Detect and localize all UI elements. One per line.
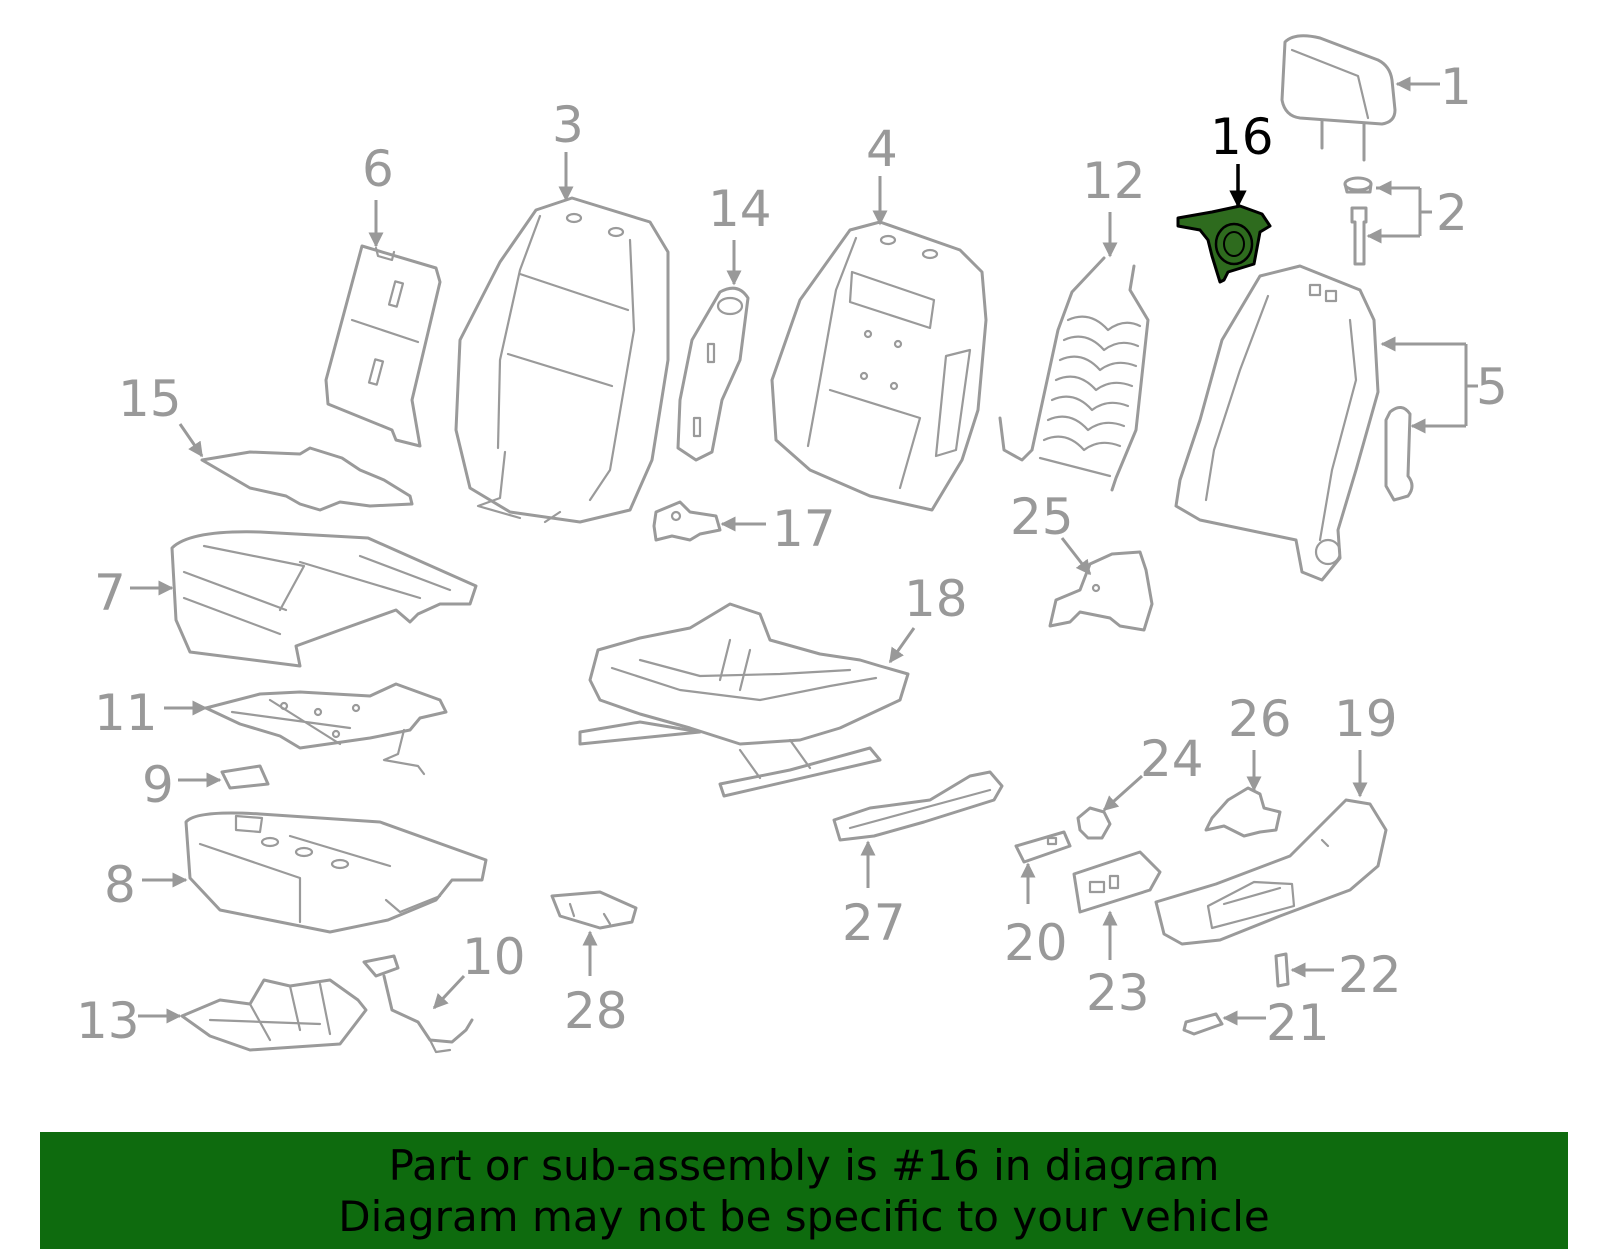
part-18-leader [888,627,916,664]
part-1-headrest[interactable] [1280,34,1397,162]
part-2-leader [1368,186,1422,236]
part-27-trim-strip[interactable] [832,770,1004,842]
part-24-bushing[interactable] [1076,806,1112,840]
part-10-leader [432,974,466,1010]
part-15-label: 15 [118,370,182,428]
part-17-label: 17 [772,500,836,558]
part-11-heater-element[interactable] [204,682,448,776]
part-3-seat-back-cover[interactable] [454,196,670,524]
part-28-module[interactable] [550,890,638,930]
part-5-label: 5 [1476,358,1508,416]
part-6-seat-back-panel[interactable] [324,244,442,448]
part-9-pad[interactable] [220,764,270,790]
part-22-label: 22 [1338,946,1402,1004]
part-14-side-panel[interactable] [676,286,750,462]
part-17-bracket[interactable] [652,500,722,542]
part-10-wiring-harness[interactable] [362,954,474,1054]
part-7-label: 7 [94,564,126,622]
part-4-seat-back-pad[interactable] [770,220,988,512]
part-25-side-bracket[interactable] [1048,550,1154,632]
part-8-label: 8 [104,856,136,914]
part-23-label: 23 [1086,964,1150,1022]
info-banner: Part or sub-assembly is #16 in diagram D… [40,1132,1568,1249]
part-19-label: 19 [1334,690,1398,748]
part-16-label: 16 [1210,108,1274,166]
part-6-label: 6 [362,140,394,198]
part-1-label: 1 [1440,58,1472,116]
part-26-clip[interactable] [1204,786,1282,838]
part-14-label: 14 [708,180,772,238]
part-25-label: 25 [1010,488,1074,546]
part-2-headrest-guides[interactable] [1343,176,1373,266]
part-13-label: 13 [76,992,140,1050]
part-25-leader [1060,537,1092,576]
part-19-side-shield[interactable] [1154,798,1388,946]
part-4-label: 4 [866,120,898,178]
part-23-switch[interactable] [1072,850,1162,914]
part-21-knob[interactable] [1182,1012,1224,1036]
part-7-seat-cushion-cover[interactable] [170,530,478,668]
part-15-mat[interactable] [200,446,414,512]
part-5-seat-back-frame[interactable] [1174,264,1414,582]
part-24-label: 24 [1140,730,1204,788]
part-3-label: 3 [552,96,584,154]
part-5-leader [1464,344,1478,426]
part-13-cushion-frame[interactable] [180,978,368,1052]
part-18-seat-adjuster[interactable] [578,602,910,798]
part-20-switch-bezel[interactable] [1014,830,1072,864]
banner-line-2: Diagram may not be specific to your vehi… [338,1191,1270,1241]
part-9-label: 9 [142,756,174,814]
part-22-button[interactable] [1274,952,1290,988]
part-21-label: 21 [1266,994,1330,1052]
part-26-label: 26 [1228,690,1292,748]
part-20-label: 20 [1004,914,1068,972]
part-12-label: 12 [1082,152,1146,210]
part-18-label: 18 [904,570,968,628]
part-11-label: 11 [94,684,158,742]
part-28-label: 28 [564,982,628,1040]
part-8-seat-cushion-pad[interactable] [184,811,488,934]
banner-line-1: Part or sub-assembly is #16 in diagram [388,1140,1220,1190]
part-27-label: 27 [842,894,906,952]
part-12-lumbar-support[interactable] [998,256,1150,492]
part-2-label: 2 [1436,184,1468,242]
part-15-leader [178,423,204,458]
part-10-label: 10 [462,928,526,986]
part-16-highlighted-part[interactable] [1176,204,1272,284]
part-24-leader [1102,774,1144,812]
